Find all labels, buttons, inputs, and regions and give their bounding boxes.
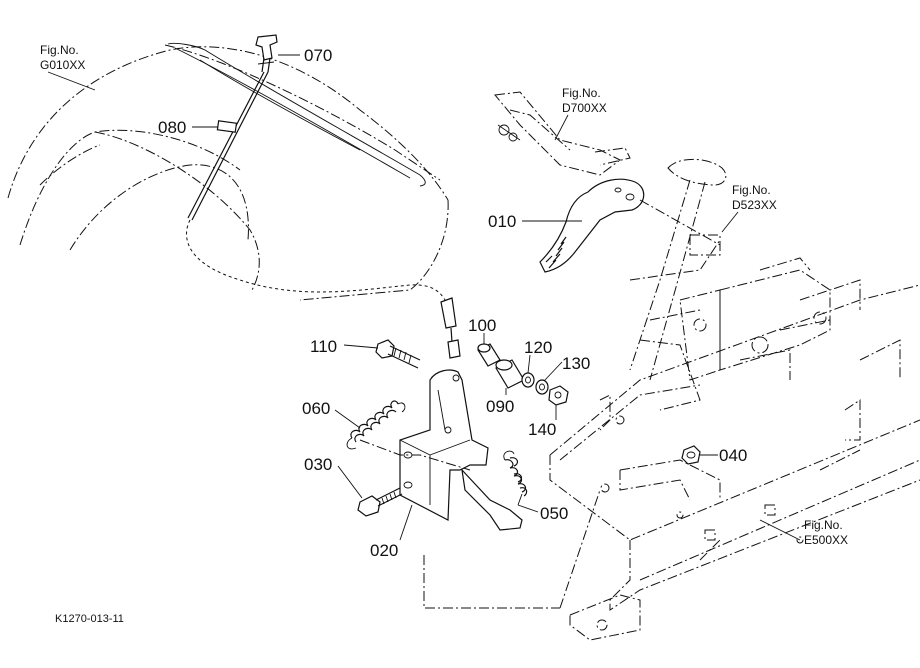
- speed-lever: [539, 178, 645, 273]
- fig-e500-code: E500XX: [804, 533, 848, 547]
- fig-d700-code: D700XX: [562, 101, 607, 115]
- collar-100: [477, 343, 501, 367]
- throttle-knob: [255, 34, 278, 73]
- label-110: 110: [310, 337, 337, 356]
- fig-d700-title: Fig.No.: [562, 86, 601, 100]
- bolt-110: [375, 339, 421, 369]
- label-040: 040: [719, 446, 747, 465]
- fig-d523-code: D523XX: [732, 198, 777, 212]
- label-050: 050: [540, 504, 568, 523]
- label-140: 140: [528, 420, 556, 439]
- fig-g010-title: Fig.No.: [40, 43, 79, 57]
- brake-pedal: [494, 91, 631, 176]
- bolt-030: [357, 487, 403, 517]
- fig-d523-title: Fig.No.: [732, 183, 771, 197]
- label-100: 100: [468, 316, 496, 335]
- pedal-linkage: [629, 158, 861, 411]
- label-120: 120: [524, 338, 552, 357]
- label-060: 060: [302, 399, 330, 418]
- leader-lines: [47, 54, 801, 609]
- main-frame: [549, 284, 920, 641]
- figure-code: K1270-013-11: [55, 613, 124, 625]
- throttle-cable: [186, 71, 461, 359]
- label-090: 090: [486, 397, 514, 416]
- label-020: 020: [370, 541, 398, 560]
- nut-140: [548, 385, 569, 406]
- spring-050: [503, 450, 528, 506]
- washer-130: [535, 379, 549, 395]
- washer-120: [521, 372, 535, 388]
- fig-e500-title: Fig.No.: [804, 518, 843, 532]
- control-bracket: [399, 369, 523, 531]
- label-080: 080: [158, 118, 186, 137]
- bush-090: [495, 359, 525, 389]
- fender-assembly: [7, 42, 449, 301]
- label-130: 130: [562, 354, 590, 373]
- nut-040: [681, 445, 701, 465]
- label-030: 030: [304, 455, 332, 474]
- fig-g010-code: G010XX: [40, 58, 85, 72]
- label-010: 010: [488, 212, 516, 231]
- label-070: 070: [304, 46, 332, 65]
- spring-060: [346, 400, 406, 450]
